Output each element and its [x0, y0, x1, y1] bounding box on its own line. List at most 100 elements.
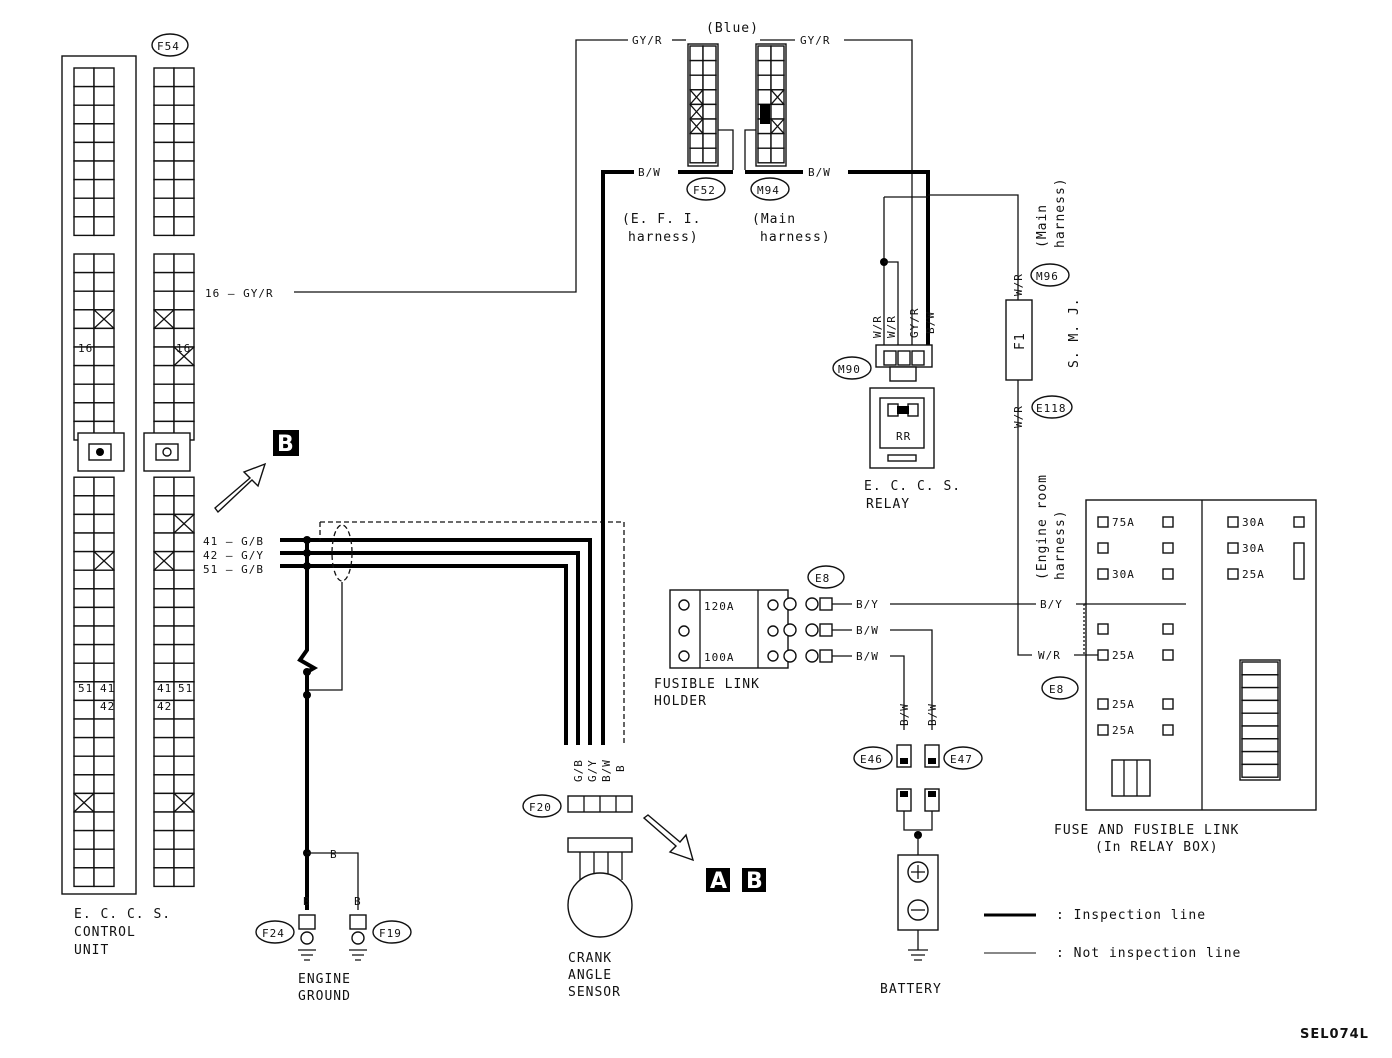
- pin-cell: [73, 160, 95, 181]
- pin-cell: [73, 643, 95, 664]
- pin-cell: [702, 59, 717, 76]
- pin-cell: [153, 774, 175, 795]
- pin-cell: [1241, 725, 1279, 740]
- pin-cell: [153, 104, 175, 125]
- pin-cell: [93, 774, 115, 795]
- svg-text:(Engine room: (Engine room: [1035, 474, 1050, 580]
- connector-f52: F52 (E. F. I. harness): [622, 43, 734, 245]
- pin-cell: [93, 85, 115, 106]
- pin-cell: [93, 67, 115, 88]
- blank-pin-mark: [173, 346, 195, 367]
- blank-pin-mark: [93, 309, 115, 329]
- pin-cell: [173, 736, 195, 757]
- pin-cell: [93, 327, 115, 348]
- svg-text:B/W: B/W: [856, 650, 879, 663]
- svg-text:B/W: B/W: [926, 703, 939, 726]
- svg-text:harness): harness): [1053, 177, 1068, 248]
- ecu-pin-42: 42: [100, 700, 115, 713]
- pin-cell: [73, 569, 95, 590]
- svg-text:F1: F1: [1013, 332, 1028, 350]
- terminal-block: [819, 623, 833, 637]
- pin-cell: [153, 476, 175, 497]
- terminal-ring: [783, 649, 797, 663]
- terminal-ring: [805, 597, 819, 611]
- svg-text:M90: M90: [838, 363, 861, 376]
- legend-inspection: : Inspection line: [1056, 908, 1206, 923]
- blank-pin-mark: [153, 309, 175, 329]
- svg-text:E47: E47: [950, 753, 973, 766]
- pin-cell: [757, 132, 772, 149]
- pin-cell: [689, 74, 704, 91]
- svg-text:W/R: W/R: [1038, 649, 1061, 662]
- engine-ground: B B B F24 F19 ENGINE GROUND: [255, 540, 412, 1004]
- svg-text:30A: 30A: [1112, 568, 1135, 581]
- svg-text:B/W: B/W: [638, 166, 661, 179]
- pin-cell: [173, 811, 195, 832]
- pin-cell: [73, 364, 95, 385]
- svg-text:HOLDER: HOLDER: [654, 694, 707, 709]
- svg-text:(E. F. I.: (E. F. I.: [622, 212, 701, 227]
- svg-text:M96: M96: [1036, 270, 1059, 283]
- blank-pin-mark: [689, 103, 704, 120]
- pin-cell: [73, 550, 95, 571]
- pin-cell: [153, 811, 175, 832]
- pin-cell: [93, 271, 115, 292]
- svg-text:41 — G/B: 41 — G/B: [203, 535, 264, 548]
- svg-text:GY/R: GY/R: [800, 34, 831, 47]
- svg-text:B/W: B/W: [600, 759, 613, 782]
- pin-cell: [73, 625, 95, 646]
- pin-cell: [173, 85, 195, 106]
- pin-cell: [93, 402, 115, 423]
- pin-cell: [93, 123, 115, 144]
- pin-cell: [757, 45, 772, 62]
- pin-cell: [770, 132, 785, 149]
- svg-text:CRANK: CRANK: [568, 951, 612, 966]
- pin-cell: [153, 178, 175, 199]
- svg-text:G/Y: G/Y: [586, 759, 599, 782]
- pin-cell: [173, 476, 195, 497]
- f54-pin-51: 51: [178, 682, 193, 695]
- svg-text:E8: E8: [1049, 683, 1064, 696]
- pin-cell: [93, 532, 115, 553]
- pin-cell: [1241, 738, 1279, 753]
- pin-cell: [153, 829, 175, 850]
- svg-text:E118: E118: [1036, 402, 1067, 415]
- pin-cell: [93, 513, 115, 534]
- terminal-block: [819, 649, 833, 663]
- pin-cell: [93, 625, 115, 646]
- ecu-pin-16: 16: [78, 342, 93, 355]
- pin-cell: [93, 346, 115, 367]
- pin-cell: [1241, 699, 1279, 714]
- pin-cell: [757, 89, 772, 106]
- pin-cell: [173, 569, 195, 590]
- crank-angle-sensor: G/B G/Y B/W B F20 CRANK ANGLE SENSOR A B: [522, 759, 766, 1000]
- pin-cell: [73, 290, 95, 311]
- pin-cell: [93, 718, 115, 739]
- svg-text:30A: 30A: [1242, 542, 1265, 555]
- pin-cell: [153, 364, 175, 385]
- pin-cell: [757, 59, 772, 76]
- f54-pin-16: 16: [176, 342, 191, 355]
- svg-text:harness): harness): [760, 230, 831, 245]
- relay-feed-wires: W/R W/R GY/R B/W: [871, 194, 1019, 345]
- pin-cell: [173, 867, 195, 888]
- blank-pin-mark: [689, 118, 704, 135]
- pin-cell: [73, 532, 95, 553]
- svg-text:75A: 75A: [1112, 516, 1135, 529]
- svg-text:B/Y: B/Y: [1040, 598, 1063, 611]
- svg-text:ANGLE: ANGLE: [568, 968, 612, 983]
- pin-cell: [173, 606, 195, 627]
- pin-cell: [702, 89, 717, 106]
- pin-cell: [73, 699, 95, 720]
- pin-cell: [73, 829, 95, 850]
- pin-cell: [153, 532, 175, 553]
- svg-text:S. M. J.: S. M. J.: [1067, 297, 1082, 368]
- pin-cell: [73, 67, 95, 88]
- svg-text:RELAY: RELAY: [866, 497, 910, 512]
- pin-cell: [173, 216, 195, 237]
- pin-cell: [173, 309, 195, 330]
- blank-pin-mark: [73, 792, 95, 813]
- pin-cell: [93, 476, 115, 497]
- pin-cell: [173, 383, 195, 404]
- svg-text:W/R: W/R: [1012, 273, 1025, 296]
